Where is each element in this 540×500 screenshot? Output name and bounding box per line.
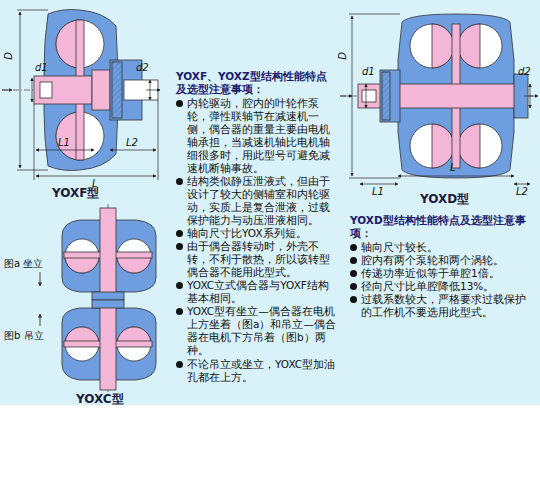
bullet-note: 传递功率近似等于单腔1倍。 — [350, 267, 534, 280]
dimension-label: L1 — [372, 186, 384, 198]
dimension-label: L2 — [126, 137, 138, 149]
dimension-label: L1 — [58, 137, 70, 149]
bullet-note: 轴向尺寸较长。 — [350, 241, 534, 254]
dimension-label: L — [92, 178, 98, 190]
bullet-note: 内轮驱动，腔内的叶轮作泵轮，弹性联轴节在减速机一侧，偶合器的重量主要由电机轴承担… — [176, 97, 336, 175]
yoxd-dimensions — [340, 14, 538, 184]
yoxc-drawing-b — [62, 300, 156, 392]
yoxc-arrows — [40, 272, 41, 326]
dimension-label: d2 — [518, 66, 531, 78]
notes-block: YOXF、YOXZ型结构性能特点及选型注意事项：内轮驱动，腔内的叶轮作泵轮，弹性… — [176, 70, 336, 384]
bullet-note: 结构类似静压泄液式，但由于设计了较大的侧辅室和内轮驱动，实质上是复合泄液，过载保… — [176, 175, 336, 227]
dimension-label: L — [450, 162, 456, 174]
notes-block: YOXD型结构性能特点及选型注意事项： 轴向尺寸较长。腔内有两个泵轮和两个涡轮。传… — [350, 214, 534, 319]
dimension-label: D — [3, 52, 15, 60]
bullet-note: 轴向尺寸比YOX系列短。 — [176, 227, 336, 240]
model-label: YOXC型 — [76, 392, 124, 406]
section-heading: YOXD型结构性能特点及选型注意事项： — [350, 214, 534, 239]
dimension-label: d1 — [362, 66, 375, 78]
yoxc-drawing-a — [62, 204, 156, 300]
figure-label: 图b 吊立 — [4, 330, 44, 342]
dimension-label: L2 — [516, 186, 528, 198]
section-heading: YOXF、YOXZ型结构性能特点及选型注意事项： — [176, 70, 336, 95]
bullet-note: 不论吊立或坐立，YOXC型加油孔都在上方。 — [176, 358, 336, 384]
yoxf-dimensions — [2, 10, 160, 180]
bullet-note: 过载系数较大，严格要求过载保护的工作机不要选用此型式。 — [350, 293, 534, 319]
bullet-note: 由于偶合器转动时，外壳不转，不利于散热，所以该转型偶合器不能用此型式。 — [176, 240, 336, 279]
bullet-note: 腔内有两个泵轮和两个涡轮。 — [350, 254, 534, 267]
dimension-label: d2 — [136, 62, 149, 74]
background-panel — [0, 0, 540, 405]
dimension-label: D — [337, 52, 349, 60]
dimension-label: d1 — [35, 62, 48, 74]
bullet-note: YOXC立式偶合器与YOXF结构基本相同。 — [176, 279, 336, 305]
bullet-note: 径向尺寸比单腔降低13%。 — [350, 280, 534, 293]
model-label: YOXD型 — [420, 192, 469, 206]
yoxd-drawing — [340, 14, 536, 178]
yoxf-drawing — [2, 10, 160, 171]
bullet-note: YOXC型有坐立—偶合器在电机上方坐着（图a）和吊立—偶合器在电机下方吊着（图b… — [176, 305, 336, 357]
figure-label: 图a 坐立 — [4, 258, 43, 270]
